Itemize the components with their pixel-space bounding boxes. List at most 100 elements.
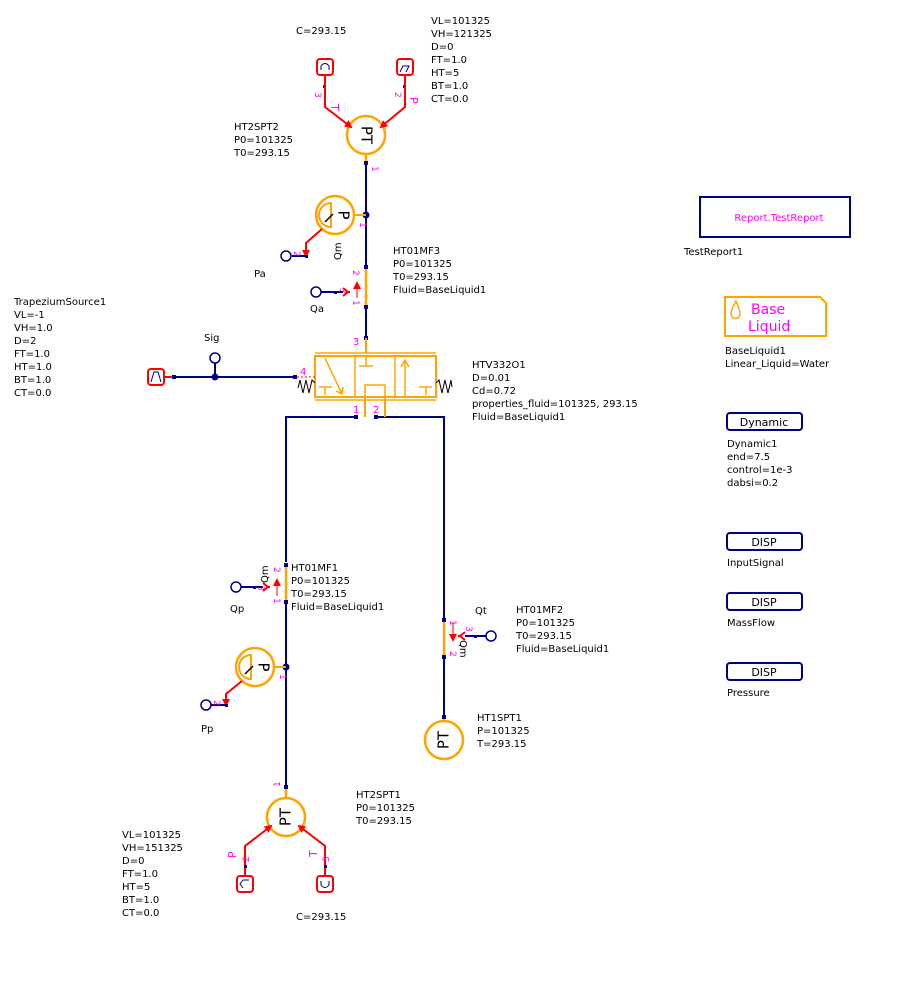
valve-flow-arrow (400, 358, 410, 397)
param-line: P0=101325 (291, 576, 350, 587)
signal-label-t: T (307, 850, 320, 858)
port-label: 2 (242, 856, 252, 862)
port-dot[interactable] (442, 618, 446, 622)
dynamic-block[interactable]: Dynamic (726, 412, 803, 431)
port-label: 1 (447, 620, 457, 626)
pressure-sensor-bottom[interactable]: P 1 (234, 646, 287, 688)
port-label: 1 (350, 300, 360, 306)
ramp-icon (399, 65, 410, 73)
param-line: C=293.15 (296, 26, 347, 37)
port-dot[interactable] (474, 635, 477, 638)
port-label: 4 (300, 367, 306, 378)
valve-blocked-port (359, 357, 373, 367)
port-dot[interactable] (293, 375, 297, 379)
trapezium-source[interactable] (147, 368, 165, 386)
const-source-bottom[interactable] (316, 875, 334, 893)
param-line: T0=293.15 (516, 631, 572, 642)
signal-wire-p-bottom[interactable] (244, 824, 273, 876)
param-line: HT2SPT2 (234, 122, 279, 133)
param-line: Fluid=BaseLiquid1 (516, 644, 610, 655)
display-label-qp: Qp (230, 604, 244, 615)
pt-sensor-right[interactable]: PT (423, 715, 465, 761)
param-line: VL=101325 (431, 16, 490, 27)
pipe-valve-port1-to-flow-left[interactable] (285, 416, 356, 562)
disp-name-inputsignal: InputSignal (727, 558, 784, 569)
signal-wire-pp[interactable] (222, 680, 243, 707)
param-line: CT=0.0 (431, 94, 469, 105)
port-dot[interactable] (364, 265, 368, 269)
disp-block-inputsignal[interactable]: DISP (726, 532, 803, 551)
port-dot[interactable] (374, 415, 378, 419)
port-label: 2 (211, 700, 221, 706)
port-dot[interactable] (442, 655, 446, 659)
hydraulic-pipes (285, 163, 445, 786)
display-label-qt: Qt (475, 606, 487, 617)
ramp-block (396, 58, 414, 76)
display-probe-qa[interactable] (310, 286, 322, 298)
pt-sensor-top[interactable]: PT 1 (345, 114, 387, 172)
port-dot[interactable] (442, 715, 446, 719)
port-dot[interactable] (364, 161, 368, 165)
port-label: 2 (447, 651, 457, 657)
base-liquid-line2: Liquid (748, 319, 790, 335)
display-label-pa: Pa (254, 269, 266, 280)
port-dot[interactable] (253, 586, 256, 589)
port-dot[interactable] (244, 865, 247, 868)
ramp-source-bottom[interactable] (236, 875, 254, 893)
pt-sensor-bottom[interactable]: 1 PT (265, 781, 307, 838)
spring-right-icon (435, 379, 453, 394)
port-dot[interactable] (324, 865, 327, 868)
flow-meter-right[interactable]: 1 2 Qm 3 (442, 618, 473, 659)
signal-wire-pa[interactable] (302, 228, 323, 258)
port-dot[interactable] (354, 415, 358, 419)
display-label-sig: Sig (204, 333, 219, 344)
display-probe-qp[interactable] (230, 581, 242, 593)
param-line: dabsi=0.2 (727, 478, 779, 489)
pressure-sensor-top[interactable]: P 1 (314, 194, 367, 236)
port-dot[interactable] (284, 563, 288, 567)
param-line: HT01MF1 (291, 563, 339, 574)
display-probe-sig[interactable] (209, 352, 221, 364)
param-line: D=0.01 (472, 373, 511, 384)
signal-wire-p-top[interactable] (379, 75, 406, 129)
valve-332[interactable]: 3 4 1 2 (297, 336, 453, 419)
param-line: BaseLiquid1 (725, 346, 786, 357)
display-label-pp: Pp (201, 724, 213, 735)
port-dot[interactable] (334, 291, 337, 294)
pipe-valve-port2-to-flow-right[interactable] (376, 416, 445, 620)
port-dot[interactable] (284, 600, 288, 604)
disp-block-pressure[interactable]: DISP (726, 662, 803, 681)
param-line: P0=101325 (393, 259, 452, 270)
pt-symbol: PT (358, 126, 376, 145)
display-probe-qt[interactable] (485, 630, 497, 642)
disp-name-pressure: Pressure (727, 688, 770, 699)
display-probe-pp[interactable] (200, 699, 212, 711)
base-liquid-block[interactable]: Base Liquid (724, 296, 827, 337)
param-line: HT01MF3 (393, 246, 441, 257)
port-dot[interactable] (172, 375, 176, 379)
flow-meter-left[interactable]: 2 1 Qm 3 (255, 563, 288, 604)
signal-wire-t-top[interactable] (324, 75, 353, 129)
disp-block-massflow[interactable]: DISP (726, 592, 803, 611)
param-line: D=0 (431, 42, 454, 53)
param-line: VL=101325 (122, 830, 181, 841)
port-dot[interactable] (364, 305, 368, 309)
display-probe-pa[interactable] (280, 250, 292, 262)
ramp-source-top[interactable] (396, 58, 414, 88)
report-block[interactable]: Report.TestReport (699, 196, 851, 238)
param-line: VL=-1 (14, 310, 45, 321)
port-dot[interactable] (305, 255, 308, 258)
flow-meter-top[interactable]: 2 1 Qm 3 (333, 242, 368, 309)
port-label: 3 (312, 92, 322, 98)
param-line: Cd=0.72 (472, 386, 516, 397)
param-line: Dynamic1 (727, 439, 778, 450)
port-dot[interactable] (284, 785, 288, 789)
param-line: FT=1.0 (122, 869, 158, 880)
param-line: D=2 (14, 336, 37, 347)
trapezium-icon (150, 371, 162, 383)
const-icon (320, 881, 330, 888)
port-dot[interactable] (225, 704, 228, 707)
